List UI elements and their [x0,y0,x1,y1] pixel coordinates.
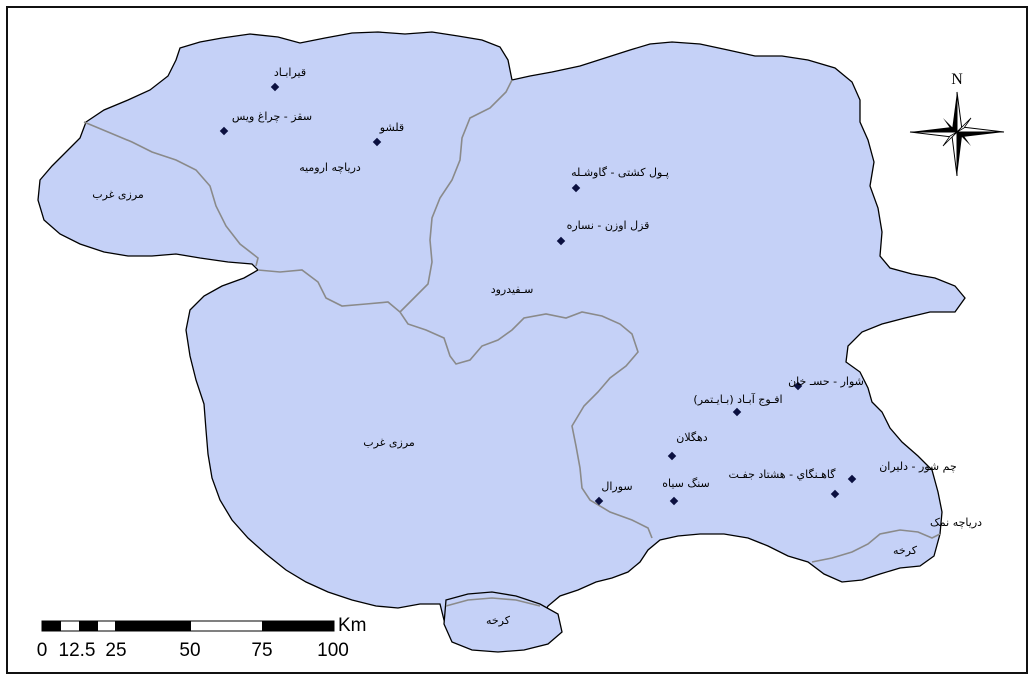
basin-labels: دریاچه ارومیه مرزی غرب سـفیدرود مرزی غرب… [92,161,982,627]
boundary-line [445,597,541,607]
station-label: قیرابـاد [274,66,306,79]
station-saqqez[interactable]: سقز - چراغ ویس [219,110,312,136]
station-dehgolan[interactable]: دهگلان [667,431,708,461]
station-label: پـول کشتی - گاوشـله [571,166,669,179]
scale-tick-label: 100 [317,640,349,661]
north-arrow: N [909,71,1005,177]
scale-tick-label: 12.5 [59,640,96,661]
basin-label-karkheh-east: کرخه [893,544,918,557]
scale-tick-label: 50 [179,640,200,661]
scale-tick-label: 25 [105,640,126,661]
station-marker[interactable] [594,496,604,506]
stations: قیرابـاد سقز - چراغ ویس قلشو پـول کشتی -… [219,66,957,506]
station-label: (افـوج آبـاد (بـایـتمر [693,392,782,406]
basin-label-western-border-nw: مرزی غرب [92,188,144,201]
station-label: قلشو [379,121,404,134]
station-sang-siah[interactable]: سنگ سیاه [662,477,710,506]
station-ghorveh-abad[interactable]: قیرابـاد [270,66,306,92]
scale-segment [262,621,334,631]
station-label: سنگ سیاه [662,477,710,490]
basin-label-sefidrud: سـفیدرود [491,283,534,296]
scale-segment [42,621,61,631]
compass-rose-icon [909,91,1005,177]
station-marker[interactable] [732,407,742,417]
station-marker[interactable] [830,489,840,499]
basin-label-karkheh-south: کرخه [486,614,511,627]
basin-label-namak-lake: دریاچه نمک [930,516,982,529]
scale-unit: Km [338,615,367,636]
station-label: دهگلان [676,431,708,444]
station-marker[interactable] [793,381,803,391]
scale-tick-label: 0 [37,640,48,661]
station-marker[interactable] [219,126,229,136]
station-label: سورال [601,480,632,493]
station-marker[interactable] [372,137,382,147]
station-label: چم شور - دلیران [879,460,957,473]
basin-label-urmia: دریاچه ارومیه [299,161,361,174]
scale-bar: Km 0 12.5 25 50 75 100 [37,615,367,661]
boundary-line [399,79,513,313]
station-marker[interactable] [270,82,280,92]
station-sural[interactable]: سورال [594,480,633,506]
station-marker[interactable] [669,496,679,506]
station-label: گاهـنگاي - هشتاد جفـت [729,468,837,481]
subbasin-boundaries [83,79,941,607]
station-cham-shur[interactable]: چم شور - دلیران [847,460,957,484]
station-marker[interactable] [847,474,857,484]
station-shavar[interactable]: شوار - حسـ خان [788,375,864,391]
scale-segment [79,621,98,631]
boundary-line [257,269,653,539]
boundary-line [811,529,941,563]
north-label: N [951,71,963,88]
station-hashtad-joft[interactable]: گاهـنگاي - هشتاد جفـت [729,468,840,499]
basin-label-western-border-sw: مرزی غرب [363,436,415,449]
boundary-line [83,121,259,267]
scale-segment [115,621,191,631]
station-ghaleshur[interactable]: قلشو [372,121,404,147]
station-marker[interactable] [667,451,677,461]
station-label: سقز - چراغ ویس [232,110,312,123]
station-aghaj-abad[interactable]: (افـوج آبـاد (بـایـتمر [693,392,783,417]
station-label: قزل اوزن - نساره [567,219,650,232]
station-label: شوار - حسـ خان [788,375,864,388]
scale-tick-label: 75 [251,640,272,661]
southern-lobe-polygon [443,591,563,653]
